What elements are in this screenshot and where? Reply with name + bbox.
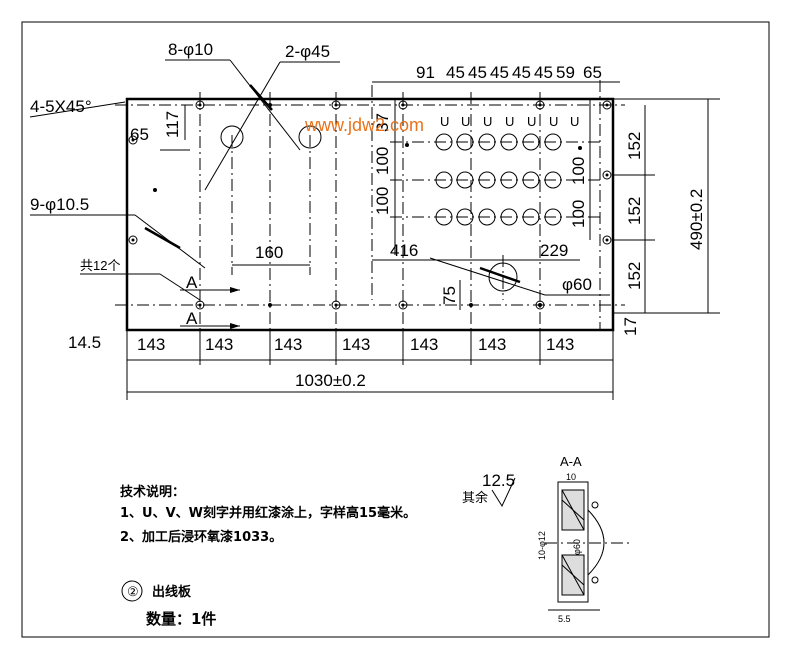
right-152-label: 152 [625,197,644,225]
large-holes [220,125,518,300]
terminal-holes [435,133,562,226]
count-12-label: 共12个 [80,258,120,273]
section-dim-inner: φ60 [572,539,582,555]
dim-100-right-2: 100 [569,200,588,228]
top-chain-label: 91 [416,63,435,82]
dim-100-left-2: 100 [373,187,392,215]
dim-1030: 1030±0.2 [295,371,366,390]
terminal-hole [435,133,453,151]
right-152-label: 152 [625,262,644,290]
drawing-frame [21,21,770,638]
section-a-bottom: A [186,309,198,328]
pitch-label: 143 [410,335,438,354]
dim-117: 117 [163,111,182,138]
dim-100-right-1: 100 [569,157,588,185]
pitch-label: 143 [546,335,574,354]
holes-45-label: 2-φ45 [285,42,330,61]
dim-416: 416 [390,241,418,260]
notes-title: 技术说明： [120,484,185,500]
pitch-labels: 143 143 143 143 143 143 143 [137,335,574,354]
holes-10-label: 8-φ10 [168,40,213,59]
terminal-letter: U [549,114,558,129]
dim-75: 75 [440,286,459,305]
terminal-hole [500,208,518,226]
top-chain-label: 45 [468,63,487,82]
terminal-letter: U [527,114,536,129]
terminal-hole [478,133,496,151]
section-title: A-A [560,454,582,469]
top-chain-label: 45 [490,63,509,82]
dim-160: 160 [255,243,283,262]
dim-490: 490±0.2 [687,189,706,250]
terminal-hole [456,208,474,226]
quantity: 数量：1件 [146,610,216,628]
note-item-2: 2、加工后浸环氧漆1033。 [120,529,282,545]
terminal-hole [456,133,474,151]
dim-229: 229 [540,241,568,260]
dim-17-right: 17 [621,317,640,336]
top-chain-label: 45 [512,63,531,82]
terminal-letter: U [570,114,579,129]
holes-10-5-label: 9-φ10.5 [30,195,89,214]
terminal-letter: U [505,114,514,129]
dim-60: φ60 [562,275,592,294]
terminal-hole [435,171,453,189]
dim-100-left-1: 100 [373,147,392,175]
roughness-value: 12.5 [482,471,515,490]
terminal-hole [522,133,540,151]
dim-14-5: 14.5 [68,333,101,352]
pitch-label: 143 [137,335,165,354]
part-callout: ② [127,584,139,599]
section-dim-side: 10-φ12 [537,531,547,560]
leader-lines [29,59,610,301]
terminal-hole [544,133,562,151]
dim-37: 37 [373,113,392,132]
terminal-hole [522,208,540,226]
pitch-label: 143 [478,335,506,354]
rest-label: 其余 [462,490,488,505]
terminal-hole [435,208,453,226]
terminal-hole [500,171,518,189]
part-name: 出线板 [152,584,192,600]
section-view [545,481,630,611]
dimension-lines [126,81,720,400]
top-chain-label: 45 [446,63,465,82]
section-markers [180,287,240,329]
terminal-letter: U [461,114,470,129]
pitch-label: 143 [274,335,302,354]
top-chain-label: 59 [556,63,575,82]
top-chain-label: 45 [534,63,553,82]
right-152-label: 152 [625,132,644,160]
watermark: www.jdw2.com [304,115,424,135]
top-chain-label: 65 [583,63,602,82]
terminal-letter: U [440,114,449,129]
terminal-hole [478,171,496,189]
pitch-label: 143 [342,335,370,354]
terminal-hole [500,133,518,151]
dim-65: 65 [130,125,149,144]
part-callout-circle [121,580,143,602]
terminal-hole [456,171,474,189]
section-dim-top: 10 [566,472,576,482]
terminal-hole [522,171,540,189]
mounting-holes [128,100,612,310]
section-a-top: A [186,273,198,292]
terminal-hole [544,208,562,226]
right-152-labels: 152 152 152 [625,132,644,290]
note-item-1: 1、U、V、W刻字并用红漆涂上，字样高15毫米。 [120,505,416,521]
terminal-letter: U [483,114,492,129]
section-dim-bottom: 5.5 [558,614,571,624]
terminal-hole [544,171,562,189]
terminal-hole [478,208,496,226]
roughness-symbol [491,477,516,508]
pitch-label: 143 [205,335,233,354]
chamfer-label: 4-5X45° [30,97,92,116]
